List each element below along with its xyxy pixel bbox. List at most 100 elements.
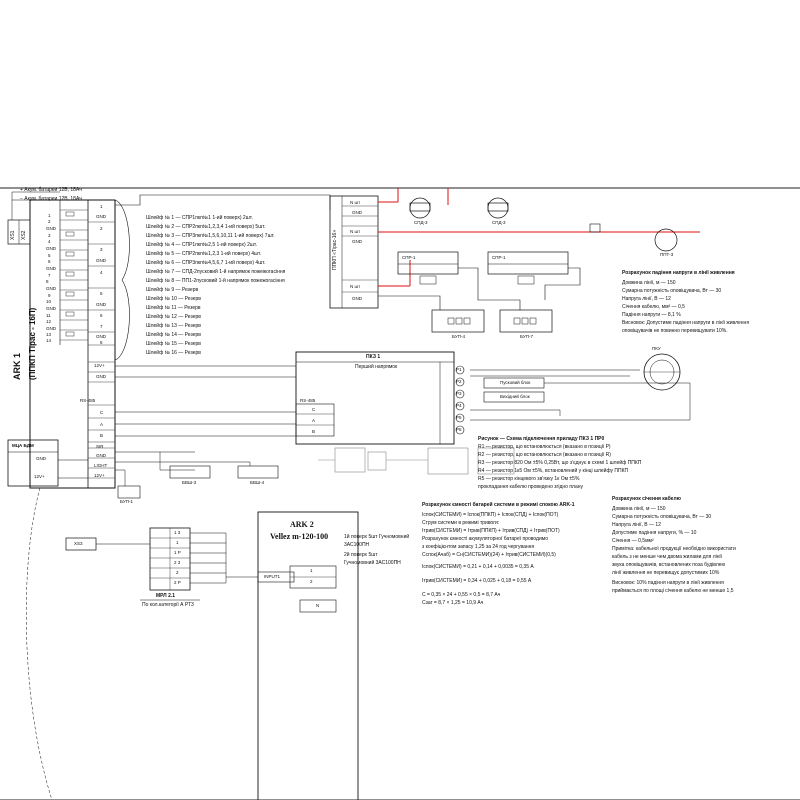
calc-line: Сумарна потужність оповіщувача, Вт — 30 <box>612 514 712 520</box>
legend-line: Рисунок — Схема підключення приладу ПКЗ … <box>478 436 605 442</box>
ark2-n-label: N <box>316 603 320 608</box>
zone-terminal: 6 <box>48 259 51 264</box>
pkz-terminal: Р3 <box>456 391 462 396</box>
out-terminal: SIR <box>96 444 104 449</box>
shleif-item: Шлейф № 13 — Резерв <box>146 323 201 329</box>
right-terminal: GND <box>96 258 106 263</box>
mrl-label: МРЛ 2.1 <box>156 593 176 599</box>
mrl-row: 1 <box>176 540 179 545</box>
pkz-terminal: Р2 <box>456 379 462 384</box>
calc-line: оповіщувачів не повинно перевищувати 10%… <box>622 328 728 334</box>
calc-line: Струм системи в режимі тривоги: <box>422 520 500 526</box>
legend-line: R2 — резистор, що встановлюється (вказан… <box>478 452 611 458</box>
battery-line-2: − Акум. батареи 12В, 18Ач <box>20 196 82 202</box>
mda-bdm-title: МЦА БДМ <box>12 443 34 448</box>
bvdl-label: БУП-7 <box>520 334 533 339</box>
calc-line: Допустиме падіння напруги, % — 10 <box>612 530 697 536</box>
spp-label: СПР-1 <box>402 255 416 260</box>
pkz-rs485-label: RS-485 <box>300 398 316 403</box>
legend-line: R1 — резистор, що встановлюється (вказан… <box>478 444 611 450</box>
out-terminal: GND <box>96 453 106 458</box>
bvsh-label: БВШ-3 <box>182 480 197 485</box>
ark2-input-label: INPUT1 <box>264 574 281 579</box>
rs485-terminal: A <box>100 422 104 427</box>
legend-line: R5 — резистор кінцевого зв'язку 1к Ом ±5… <box>478 476 580 482</box>
zone-terminal: 7 <box>48 273 51 278</box>
mrl-row: 1 Р <box>174 550 181 555</box>
mdv-terminal: GND <box>352 296 362 301</box>
shleif-item: Шлейф № 1 — СПР1пкп№1 1-ий поверх) 2шт. <box>146 215 253 221</box>
spp-label: СПР-1 <box>492 255 506 260</box>
right-terminal: 1 <box>100 204 103 209</box>
shleif-item: Шлейф № 12 — Резерв <box>146 314 201 320</box>
out-terminal: LIGHT <box>94 463 108 468</box>
shleif-item: Шлейф № 7 — СПД-2пусковий 1-й напрямок п… <box>146 269 286 275</box>
mdv-terminal: N шт <box>350 200 361 205</box>
zone-terminal: 3 <box>48 233 51 238</box>
right-terminal: 6 <box>100 313 103 318</box>
calc-line: лінії живлення не перевищує допустимих 1… <box>612 570 720 576</box>
xs3-label: ХS3 <box>74 541 83 546</box>
calc-title: Розрахунок ємності батарей системи в реж… <box>422 502 575 508</box>
calc-line: Напруга лінії, В — 12 <box>612 522 661 528</box>
calc-line: Січення кабелю, мм² — 0,5 <box>622 304 685 310</box>
mrl-row: 1 3 <box>174 530 181 535</box>
calc-line: кабель з не менше чем двома жилами для л… <box>612 554 722 560</box>
ark2-input-terminal: 1 <box>310 568 313 573</box>
release-label: ПКУ <box>652 346 661 351</box>
pkz-subtitle: Перший напрямок <box>355 364 398 370</box>
calc-line: С = 0,35 × 24 + 0,55 × 0,5 = 8,7 Ач <box>422 592 501 598</box>
right-terminal: 4 <box>100 270 103 275</box>
zone-terminal: 13 <box>46 332 52 337</box>
legend-line: R4 — резистор 1к5 Ом ±5%, встановлений у… <box>478 468 629 474</box>
right-terminal: 7 <box>100 324 103 329</box>
right-terminal: GND <box>96 214 106 219</box>
pkz-terminal: Р5 <box>456 415 462 420</box>
zone-terminal: GND <box>46 266 56 271</box>
calc-line: Примітка: кабельної продукції необхідно … <box>612 546 736 552</box>
calc-line: приймається по площі січення кабелю не м… <box>612 588 734 594</box>
ark2-input-terminal: 2 <box>310 579 313 584</box>
right-terminal: GND <box>96 302 106 307</box>
ark1-subtitle: (ППКП Тірас - 16П) <box>28 307 37 380</box>
rs485-label: RS-485 <box>80 398 96 403</box>
calc-line: Довжина лінії, м — 150 <box>612 506 666 512</box>
zone-terminal: 12 <box>46 319 52 324</box>
shleif-item: Шлейф № 14 — Резерв <box>146 332 201 338</box>
mrl-row: 2 <box>176 570 179 575</box>
xs2-label: XS2 <box>21 230 27 240</box>
shleif-item: Шлейф № 3 — СПР3пкп№1,5,6,10,11 1-ий пов… <box>146 233 275 239</box>
pkz-terminal: Р4 <box>456 403 462 408</box>
ark2-subtitle: Vellez m-120-100 <box>270 532 329 541</box>
calc-line: Висновок: Допустиме падіння напруги в лі… <box>622 320 750 326</box>
zone-terminal: 2 <box>48 219 51 224</box>
calc-line: Iспок(СИСТЕМИ) = Iспок(ППКП) + Iспок(СПД… <box>422 512 559 518</box>
zone-terminal: 11 <box>46 313 51 318</box>
mda-terminal: GND <box>36 456 46 461</box>
release-label: Вихідний блок <box>500 394 530 399</box>
shleif-item: Шлейф № 2 — СПР2пкп№1,2,3,4 1-ий поверх)… <box>146 224 266 230</box>
calc-line: Довжина лінії, м — 150 <box>622 280 676 286</box>
pkz-rs485-terminal: B <box>312 429 316 434</box>
calc-line: Висновок: 10% падіння напруги в лінії жи… <box>612 580 724 586</box>
mdv-terminal: GND <box>352 210 362 215</box>
shleif-item: Шлейф № 8 — ПП1-2пусковий 1-й напрямок п… <box>146 278 285 284</box>
shleif-item: Шлейф № 6 — СПР3пкп№4,5,6,7 1-ий поверх)… <box>146 260 266 266</box>
mdv-terminal: GND <box>352 239 362 244</box>
rs485-terminal: C <box>100 410 104 415</box>
pkz-rs485-terminal: A <box>312 418 316 423</box>
zone-terminal: 9 <box>48 293 51 298</box>
mda-terminal: 12V+ <box>34 474 45 479</box>
right-terminal: 2 <box>100 226 103 231</box>
calc-line: Січення — 0,5мм² <box>612 538 654 544</box>
bvsh-label: БВШ-4 <box>250 480 265 485</box>
calc-line: звука оповіщувачів, встановлених поза бу… <box>612 562 726 568</box>
calc-line: Iспок(СИСТЕМИ) = 0,21 + 0,14 + 0,0035 = … <box>422 564 534 570</box>
shleif-item: Шлейф № 16 — Резерв <box>146 350 201 356</box>
pkz-terminal: Р6 <box>456 427 462 432</box>
zone-terminal: 8 <box>46 279 49 284</box>
calc-line: Падіння напруги — 8,1 % <box>622 312 681 318</box>
calc-line: з коефіцієнтом запасу 1,25 за 24 год чер… <box>422 544 535 550</box>
shleif-item: Шлейф № 5 — СПР2пкп№1,2,3 1-ий поверх) 4… <box>146 251 262 257</box>
